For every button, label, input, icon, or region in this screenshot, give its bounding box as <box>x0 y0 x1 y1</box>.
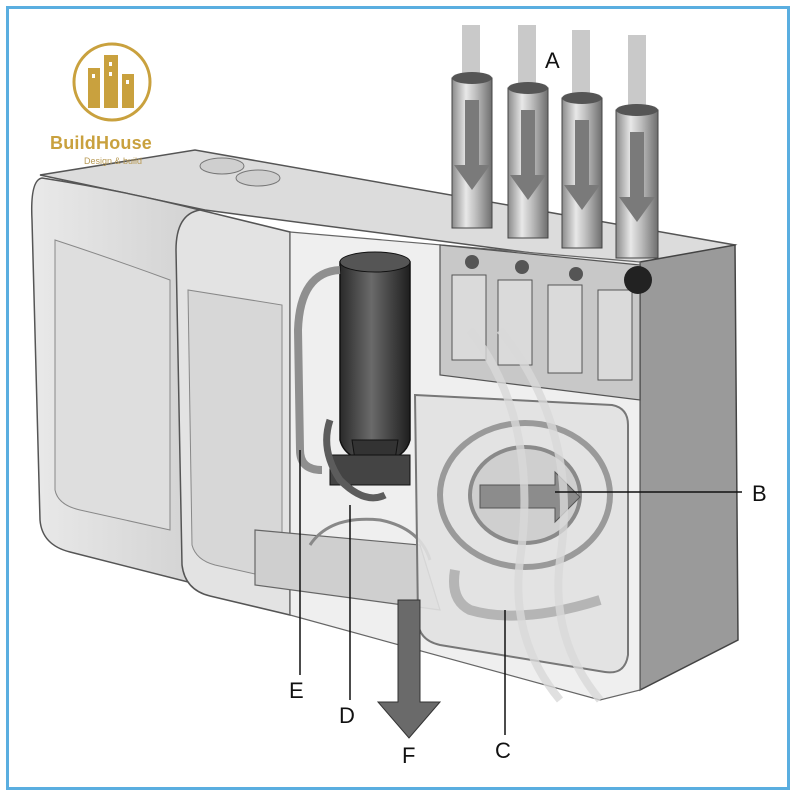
leader-lines <box>299 450 742 735</box>
label-b: B <box>752 481 767 506</box>
label-a: A <box>545 48 560 73</box>
inlet-pipes <box>451 25 659 259</box>
tube-d <box>323 418 387 502</box>
inlet-pipe-3 <box>561 30 603 249</box>
motor-top <box>339 251 411 273</box>
valve-knobs <box>465 255 652 294</box>
image-frame <box>6 6 790 790</box>
top-hole-1 <box>199 157 245 175</box>
logo-brand-name: BuildHouse <box>50 133 153 153</box>
label-e: E <box>289 678 304 703</box>
motor-cylinder <box>339 261 411 463</box>
top-hole-2 <box>235 169 281 187</box>
label-c: C <box>495 738 511 763</box>
buildhouse-logo-mark <box>72 42 152 122</box>
left-cover-panel <box>54 239 171 531</box>
inlet-pipe-1 <box>451 25 493 229</box>
inlet-pipe-2 <box>507 25 549 239</box>
label-d: D <box>339 703 355 728</box>
label-f: F <box>402 743 416 768</box>
logo-tagline: Design & build <box>84 156 143 166</box>
motor-base <box>329 454 411 486</box>
outlet-arrow-f <box>376 599 442 739</box>
chamber-disc-outer <box>437 420 613 570</box>
housing-right-side <box>639 244 739 692</box>
tube-e <box>293 266 341 474</box>
inlet-pipe-4 <box>615 35 659 259</box>
channel-streams <box>466 327 604 703</box>
